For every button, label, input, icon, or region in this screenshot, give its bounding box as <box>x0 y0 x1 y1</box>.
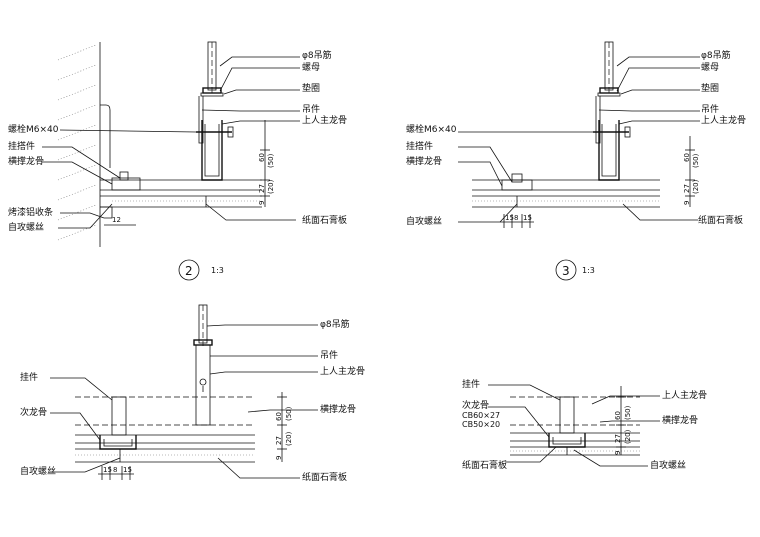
label-cross-keel: 横撑龙骨 <box>406 155 442 167</box>
detail-2: 60 (50) 27 (20) 9 12 φ8吊筋 螺母 垫圈 吊件 上人主龙骨… <box>8 41 347 281</box>
dim-60: 60 <box>275 412 283 421</box>
dim-50: (50) <box>692 153 700 168</box>
label-rod: φ8吊筋 <box>302 49 332 61</box>
label-board: 纸面石膏板 <box>698 214 743 226</box>
detail-3: 60 (50) 27 (20) 9 15 8 15 φ8吊筋 螺母 垫圈 吊件 … <box>406 41 746 281</box>
secondary-keel <box>548 433 586 448</box>
hanger-bracket <box>595 96 601 144</box>
dim-15-left: 15 <box>505 214 514 222</box>
detail-5: 60 (50) 27 (20) 9 挂件 上人主龙骨 次龙骨 CB60×27 C… <box>462 378 707 471</box>
dim-20: (20) <box>285 431 293 446</box>
washer <box>200 92 224 97</box>
label-main-keel: 上人主龙骨 <box>320 365 365 377</box>
hanger-bracket <box>198 96 204 144</box>
label-edge-strip: 烤漆铝收条 <box>8 206 53 218</box>
detail-number-circle <box>555 259 577 281</box>
dim-60: 60 <box>258 153 266 162</box>
dim-50: (50) <box>267 153 275 168</box>
label-hook: 挂搭件 <box>8 140 35 152</box>
label-cross-keel: 横撑龙骨 <box>8 155 44 167</box>
dim-8: 8 <box>113 466 117 474</box>
wall <box>57 42 111 247</box>
label-hanger: 吊件 <box>302 103 320 115</box>
label-nut: 螺母 <box>701 62 719 73</box>
label-rod: φ8吊筋 <box>320 318 350 330</box>
label-hook: 挂搭件 <box>406 140 433 152</box>
hook-piece <box>511 173 523 183</box>
label-screw: 自攻螺丝 <box>8 221 44 233</box>
dim-20: (20) <box>624 429 632 444</box>
label-main-keel: 上人主龙骨 <box>302 114 347 126</box>
dim-20: (20) <box>267 179 275 194</box>
dim-15-left: 15 <box>103 466 112 474</box>
hook-piece <box>559 396 575 434</box>
hook-piece <box>111 396 127 436</box>
dim-27: 27 <box>275 436 283 445</box>
label-sec-keel: 次龙骨 <box>20 406 47 418</box>
label-bolt: 螺栓M6×40 <box>406 123 457 135</box>
label-cross-keel: 横撑龙骨 <box>662 414 698 426</box>
secondary-keel <box>99 435 137 450</box>
detail-number: 2 <box>185 264 193 278</box>
edge-strip <box>100 206 113 219</box>
dim-60: 60 <box>614 411 622 420</box>
label-board: 纸面石膏板 <box>462 459 507 471</box>
dim-50: (50) <box>285 406 293 421</box>
detail-number: 3 <box>562 264 570 278</box>
label-screw: 自攻螺丝 <box>650 459 686 471</box>
dim-9: 9 <box>683 201 691 205</box>
label-nut: 螺母 <box>302 62 320 73</box>
label-washer: 垫圈 <box>701 82 719 94</box>
label-sec-keel: 次龙骨 <box>462 399 489 411</box>
dim-12: 12 <box>112 216 121 224</box>
dim-50: (50) <box>624 405 632 420</box>
label-hook-part: 挂件 <box>20 371 38 383</box>
label-spec-1: CB60×27 <box>462 411 500 420</box>
label-main-keel: 上人主龙骨 <box>701 114 746 126</box>
washer <box>597 92 621 97</box>
hook-piece <box>119 171 129 181</box>
dim-27: 27 <box>683 184 691 193</box>
label-cross-keel: 横撑龙骨 <box>320 403 356 415</box>
label-bolt: 螺栓M6×40 <box>8 123 59 135</box>
dim-15-right: 15 <box>523 214 532 222</box>
detail-4: 60 (50) 27 (20) 9 15 8 15 φ8吊筋 吊件 上人主龙骨 … <box>20 304 365 483</box>
dim-27: 27 <box>258 184 266 193</box>
label-board: 纸面石膏板 <box>302 214 347 226</box>
label-rod: φ8吊筋 <box>701 49 731 61</box>
dim-9: 9 <box>614 451 622 455</box>
label-hanger: 吊件 <box>320 349 338 361</box>
detail-scale: 1:3 <box>211 266 224 275</box>
dim-27: 27 <box>614 434 622 443</box>
dim-8: 8 <box>514 214 518 222</box>
cross-keel <box>501 179 533 191</box>
label-screw: 自攻螺丝 <box>20 465 56 477</box>
dim-20: (20) <box>692 179 700 194</box>
dim-9: 9 <box>275 456 283 460</box>
dim-15-right: 15 <box>123 466 132 474</box>
label-screw: 自攻螺丝 <box>406 215 442 227</box>
detail-scale: 1:3 <box>582 266 595 275</box>
label-hanger: 吊件 <box>701 103 719 115</box>
label-main-keel: 上人主龙骨 <box>662 389 707 401</box>
label-spec-2: CB50×20 <box>462 420 500 429</box>
label-washer: 垫圈 <box>302 82 320 94</box>
label-hook-part: 挂件 <box>462 378 480 390</box>
dim-60: 60 <box>683 153 691 162</box>
label-board: 纸面石膏板 <box>302 471 347 483</box>
dim-9: 9 <box>258 201 266 205</box>
detail-number-circle <box>178 259 200 281</box>
